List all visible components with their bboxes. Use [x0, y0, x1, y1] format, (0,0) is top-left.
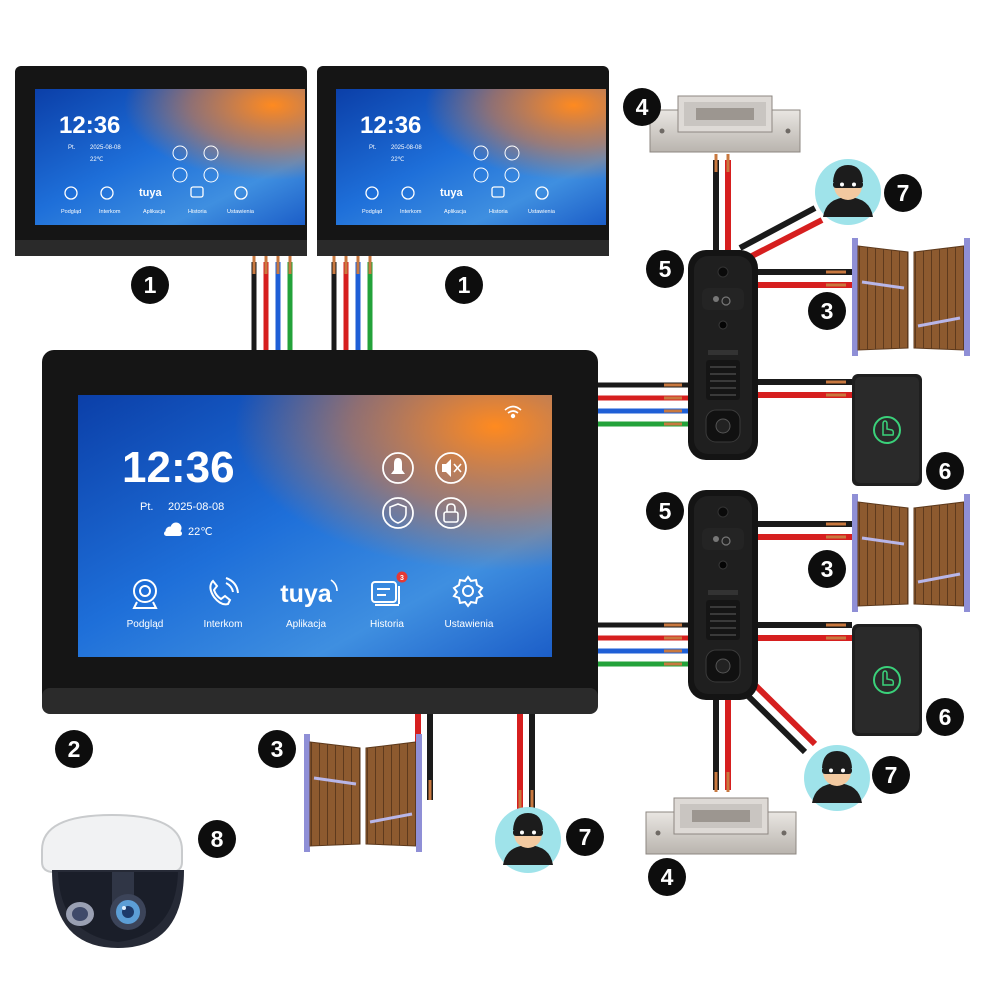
history-icon — [371, 581, 400, 606]
slave-monitor-left-screen — [34, 88, 306, 226]
wire-bundle-master-station1 — [598, 382, 690, 427]
exit-button-top — [851, 373, 923, 487]
bell-toggle[interactable] — [382, 452, 414, 484]
intruder-avatar-bottom — [495, 807, 561, 873]
badge-lock-top: 4 — [623, 88, 661, 126]
lock-icon — [443, 511, 459, 523]
cloud-icon — [164, 522, 182, 536]
gate-middle — [850, 492, 972, 614]
slave-monitor-right — [317, 66, 609, 256]
wire-station1-exit — [756, 379, 852, 398]
master-screen-temperature: 22℃ — [188, 526, 213, 538]
master-screen-date: 2025-08-08 — [168, 501, 224, 513]
bell-icon — [391, 458, 405, 474]
app-label: Historia — [370, 619, 404, 630]
camera-icon — [132, 579, 158, 609]
badge-door-station-bottom: 5 — [646, 492, 684, 530]
dome-camera — [41, 813, 184, 948]
gate-bottom — [302, 732, 424, 854]
app-ustawienia[interactable]: Ustawienia — [445, 575, 494, 630]
wire-station2-exit — [756, 622, 852, 641]
lock-toggle[interactable] — [435, 497, 467, 529]
gear-icon — [452, 575, 484, 608]
electric-lock-top — [649, 95, 801, 153]
badge-gate-bottom: 3 — [258, 730, 296, 768]
badge-slave-monitor-left: 1 — [131, 266, 169, 304]
exit-button-bottom — [851, 623, 923, 737]
wire-bundle-monitor1-right — [331, 256, 373, 352]
gate-top — [850, 236, 972, 358]
wire-station1-gate — [756, 269, 852, 288]
app-interkom[interactable]: Interkom — [204, 577, 243, 630]
badge-master-monitor: 2 — [55, 730, 93, 768]
notification-badge — [396, 571, 408, 583]
door-station-bottom — [687, 489, 759, 701]
door-station-top — [687, 249, 759, 461]
mute-toggle[interactable] — [435, 452, 467, 484]
wire-bundle-monitor1-left — [251, 256, 293, 352]
app-label: Ustawienia — [445, 619, 494, 630]
badge-intruder-top: 7 — [884, 174, 922, 212]
wire-station2-intruder — [739, 679, 818, 755]
badge-exit-button-top: 6 — [926, 452, 964, 490]
wifi-icon — [504, 405, 522, 419]
wire-bundle-master-station2 — [598, 622, 690, 667]
shield-icon — [389, 503, 407, 524]
app-aplikacja[interactable]: tuya Aplikacja — [280, 579, 338, 630]
wire-station1-lock — [713, 154, 731, 252]
slave-monitor-right-screen — [335, 88, 607, 226]
wires — [251, 154, 852, 810]
electric-lock-bottom — [645, 797, 797, 855]
wire-station1-intruder — [738, 205, 824, 261]
badge-slave-monitor-right: 1 — [445, 266, 483, 304]
master-monitor: 12:36 Pt. 2025-08-08 22℃ — [42, 350, 598, 714]
notification-count: 3 — [400, 575, 404, 582]
shield-toggle[interactable] — [382, 497, 414, 529]
app-label: Aplikacja — [286, 619, 326, 630]
wire-master-intruder — [517, 712, 535, 810]
badge-door-station-top: 5 — [646, 250, 684, 288]
intruder-avatar-top — [815, 159, 881, 225]
badge-gate-middle: 3 — [808, 550, 846, 588]
wire-station2-lock — [713, 700, 731, 792]
badge-gate-top: 3 — [808, 292, 846, 330]
master-screen-time: 12:36 — [122, 443, 235, 492]
master-screen-day: Pt. — [140, 501, 153, 513]
phone-icon — [209, 577, 239, 606]
badge-exit-button-bottom: 6 — [926, 698, 964, 736]
badge-lock-bottom: 4 — [648, 858, 686, 896]
intruder-avatar-right — [804, 745, 870, 811]
app-historia[interactable]: 3 Historia — [370, 571, 408, 631]
app-label: Interkom — [204, 619, 243, 630]
badge-intruder-right: 7 — [872, 756, 910, 794]
master-screen — [78, 395, 552, 657]
badge-intruder-bottom: 7 — [566, 818, 604, 856]
badge-camera: 8 — [198, 820, 236, 858]
wire-station2-gate — [756, 521, 852, 540]
slave-monitor-left — [15, 66, 307, 256]
mute-icon — [442, 459, 451, 477]
app-podglad[interactable]: Podgląd — [127, 579, 164, 630]
tuya-logo: tuya — [280, 580, 333, 608]
app-label: Podgląd — [127, 619, 164, 630]
